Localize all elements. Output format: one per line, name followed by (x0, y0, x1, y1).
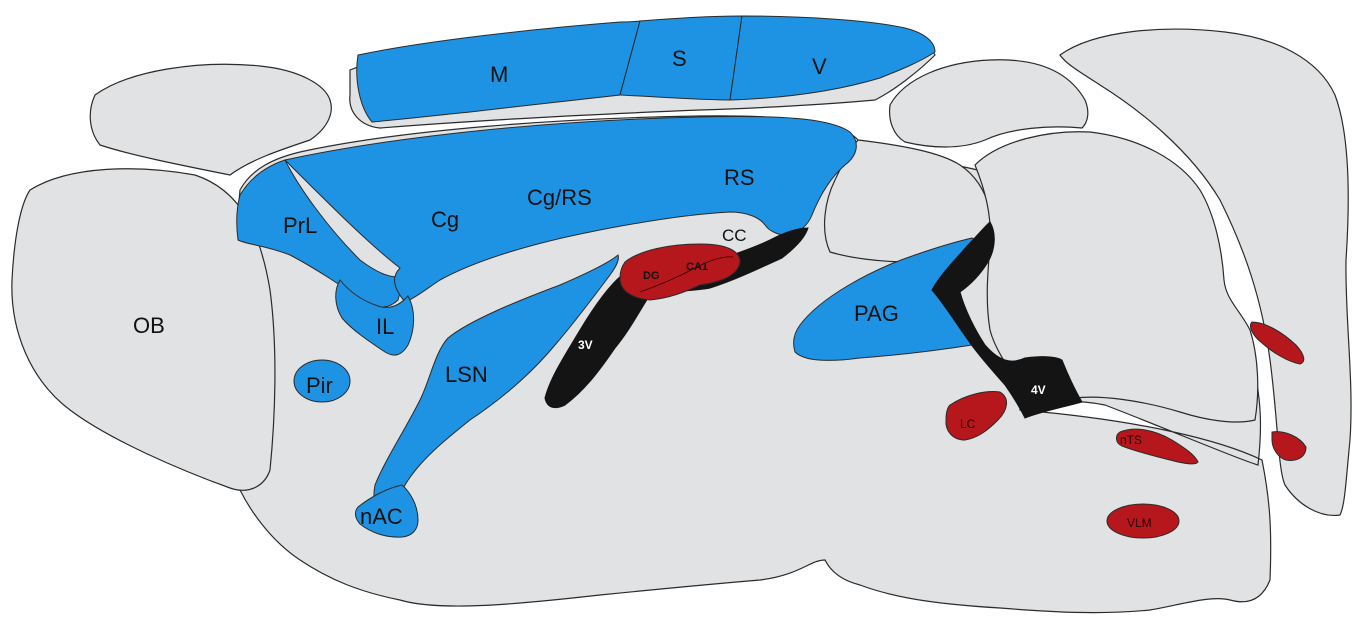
label-visual: V (812, 54, 827, 79)
cerebellum-red-spot-lower (1271, 431, 1307, 461)
red-regions (619, 243, 1307, 539)
label-third-ventricle: 3V (578, 338, 593, 352)
label-ca1: CA1 (686, 261, 708, 273)
hippocampus-region (619, 243, 741, 301)
nucleus-accumbens-region (355, 484, 419, 538)
vlm-region (1106, 503, 1180, 539)
label-infralimbic: IL (376, 314, 394, 339)
cerebellum-red-spot-upper (1249, 321, 1305, 365)
labels: M S V PrL Cg Cg/RS RS CC IL OB Pir LSN n… (133, 46, 1152, 530)
label-pag: PAG (854, 301, 899, 326)
visual-cortex-region (729, 15, 936, 101)
cerebellum-middle-lobe (974, 131, 1259, 423)
locus-coeruleus-region (945, 391, 1007, 441)
cerebellum-upper-lobe (888, 59, 1089, 148)
piriform-region (293, 359, 351, 403)
nts-region (1116, 428, 1199, 465)
blue-regions (236, 15, 979, 538)
label-lsn: LSN (445, 362, 488, 387)
label-nac: nAC (360, 504, 403, 529)
infralimbic-region (335, 279, 415, 356)
label-fourth-ventricle: 4V (1031, 383, 1046, 397)
fourth-ventricle-shape (931, 221, 1083, 419)
label-dg: DG (643, 270, 660, 282)
label-corpus-callosum: CC (722, 226, 747, 245)
label-cingulate: Cg (431, 207, 459, 232)
olfactory-bulb (11, 168, 276, 491)
motor-cortex-region (356, 20, 641, 123)
label-cingulate-retrosplenial: Cg/RS (527, 185, 592, 210)
label-somatosensory: S (672, 46, 687, 71)
hippocampus-inner-line (639, 256, 734, 293)
prelimbic-region (236, 159, 406, 308)
cortex-cap-left (89, 63, 332, 176)
cerebellum-posterior-lobe (1059, 28, 1352, 517)
label-piriform: Pir (306, 373, 333, 398)
label-retrosplenial: RS (724, 165, 755, 190)
label-prelimbic: PrL (283, 213, 317, 238)
label-vlm: VLM (1127, 516, 1152, 530)
label-motor: M (490, 62, 508, 87)
label-nts: nTS (1120, 433, 1142, 447)
label-olfactory-bulb: OB (133, 313, 165, 338)
label-lc: LC (960, 417, 976, 431)
